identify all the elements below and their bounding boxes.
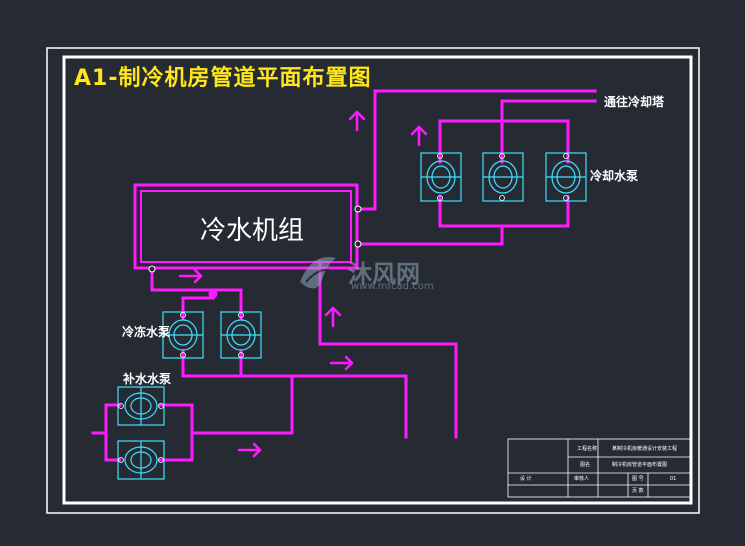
tb-designer-label: 设 计 bbox=[520, 476, 532, 482]
arrow-right-icon bbox=[237, 442, 262, 458]
chiller-outer-outline bbox=[133, 183, 359, 270]
equipment bbox=[117, 152, 587, 480]
makeup-pump-label: 补水水泵 bbox=[123, 372, 172, 386]
node bbox=[354, 205, 362, 213]
pipe-chilled-return bbox=[318, 260, 458, 439]
tb-drawing-label: 图名 bbox=[580, 462, 591, 468]
cooling-pump-2 bbox=[482, 152, 524, 202]
chilled-pump-label: 冷冻水泵 bbox=[122, 325, 171, 339]
pipe-makeup-out-top bbox=[158, 374, 294, 435]
pipe-nodes bbox=[148, 205, 362, 299]
arrow-right-icon bbox=[329, 355, 354, 371]
node bbox=[354, 240, 362, 248]
arrow-up-icon bbox=[410, 125, 428, 147]
watermark-logo bbox=[300, 257, 336, 289]
arrow-right-icon bbox=[178, 268, 203, 284]
chiller-label: 冷水机组 bbox=[200, 216, 305, 246]
cooling-tower-label: 通往冷却塔 bbox=[604, 95, 665, 109]
cooling-pump-3 bbox=[545, 152, 587, 202]
makeup-pump-2 bbox=[117, 440, 165, 480]
pipe-condenser-supply bbox=[358, 89, 597, 211]
drawing-title: A1-制冷机房管道平面布置图 bbox=[74, 66, 372, 91]
tb-sheet-label: 页 数 bbox=[632, 488, 644, 494]
outer-frame bbox=[46, 47, 700, 514]
chiller-inner-outline bbox=[140, 190, 352, 263]
pipe-chilled-branch-left bbox=[181, 296, 215, 320]
chilled-pump-1 bbox=[162, 311, 204, 359]
tb-drawing-value: 制冷机房管道平面布置图 bbox=[612, 462, 668, 468]
flow-arrows bbox=[178, 110, 428, 458]
pipe-cooling-header-bottom bbox=[438, 195, 570, 228]
pipe-cooling-header-top bbox=[438, 119, 570, 164]
makeup-pump-1 bbox=[117, 386, 165, 426]
node bbox=[208, 289, 218, 299]
title-block bbox=[507, 438, 692, 498]
tb-checker-label: 审核人 bbox=[574, 476, 590, 482]
tb-project-value: 某制冷机房暖通设计安装工程 bbox=[612, 446, 678, 452]
watermark-url: www.mfcad.com bbox=[351, 281, 434, 292]
pump-flanges bbox=[118, 153, 569, 463]
pipe-condenser-return bbox=[358, 224, 504, 246]
watermark-name: 沐风网 bbox=[348, 260, 420, 288]
chilled-pump-2 bbox=[220, 311, 262, 359]
pipe-network bbox=[91, 89, 597, 462]
node bbox=[148, 265, 156, 273]
cooling-pump-label: 冷却水泵 bbox=[590, 169, 639, 183]
tb-drawing-no-label: 图 号 bbox=[632, 476, 644, 482]
pipe-makeup-out-bottom bbox=[158, 431, 194, 462]
inner-frame bbox=[62, 55, 693, 505]
cooling-pump-1 bbox=[420, 152, 462, 202]
pipe-chilled-pumps-out bbox=[181, 350, 408, 439]
arrow-up-icon bbox=[348, 110, 366, 132]
tb-drawing-no-value: 01 bbox=[670, 476, 677, 482]
arrow-up-icon bbox=[324, 306, 342, 328]
tb-project-label: 工程名称 bbox=[577, 446, 598, 452]
